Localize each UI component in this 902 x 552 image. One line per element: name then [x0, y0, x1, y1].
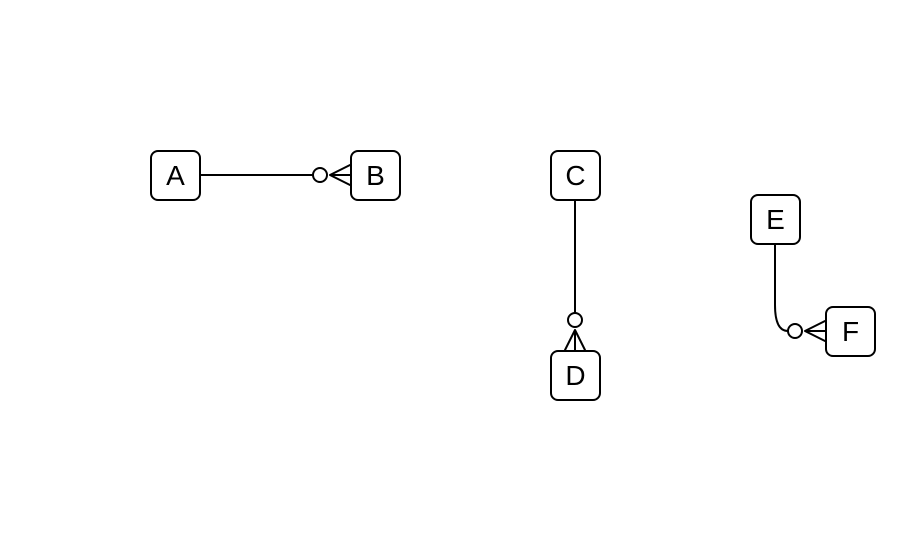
node-f-box — [825, 306, 876, 357]
edge-a-b-zero-marker — [312, 167, 328, 183]
node-e-label: E — [766, 204, 785, 235]
node-d-label: D — [565, 360, 585, 391]
edge-c-d — [564, 201, 586, 351]
node-b[interactable]: B — [350, 150, 401, 201]
node-c[interactable]: C — [550, 150, 601, 201]
edge-c-d-zero-marker — [567, 312, 583, 328]
node-a-label: A — [166, 160, 185, 191]
node-c-box — [550, 150, 601, 201]
node-e-box — [750, 194, 801, 245]
edge-e-f-many-marker — [804, 320, 826, 342]
node-a[interactable]: A — [150, 150, 201, 201]
node-d-box — [550, 350, 601, 401]
edge-e-f-zero-marker — [787, 323, 803, 339]
node-c-label: C — [565, 160, 585, 191]
edge-a-b — [201, 164, 351, 186]
node-f[interactable]: F — [825, 306, 876, 357]
node-f-label: F — [842, 316, 859, 347]
node-d[interactable]: D — [550, 350, 601, 401]
edge-e-f — [774, 245, 826, 342]
edge-e-f-line — [774, 245, 789, 332]
node-e[interactable]: E — [750, 194, 801, 245]
node-a-box — [150, 150, 201, 201]
edge-a-b-many-marker — [329, 164, 351, 186]
node-b-label: B — [366, 160, 385, 191]
edge-c-d-many-marker — [564, 329, 586, 351]
node-b-box — [350, 150, 401, 201]
